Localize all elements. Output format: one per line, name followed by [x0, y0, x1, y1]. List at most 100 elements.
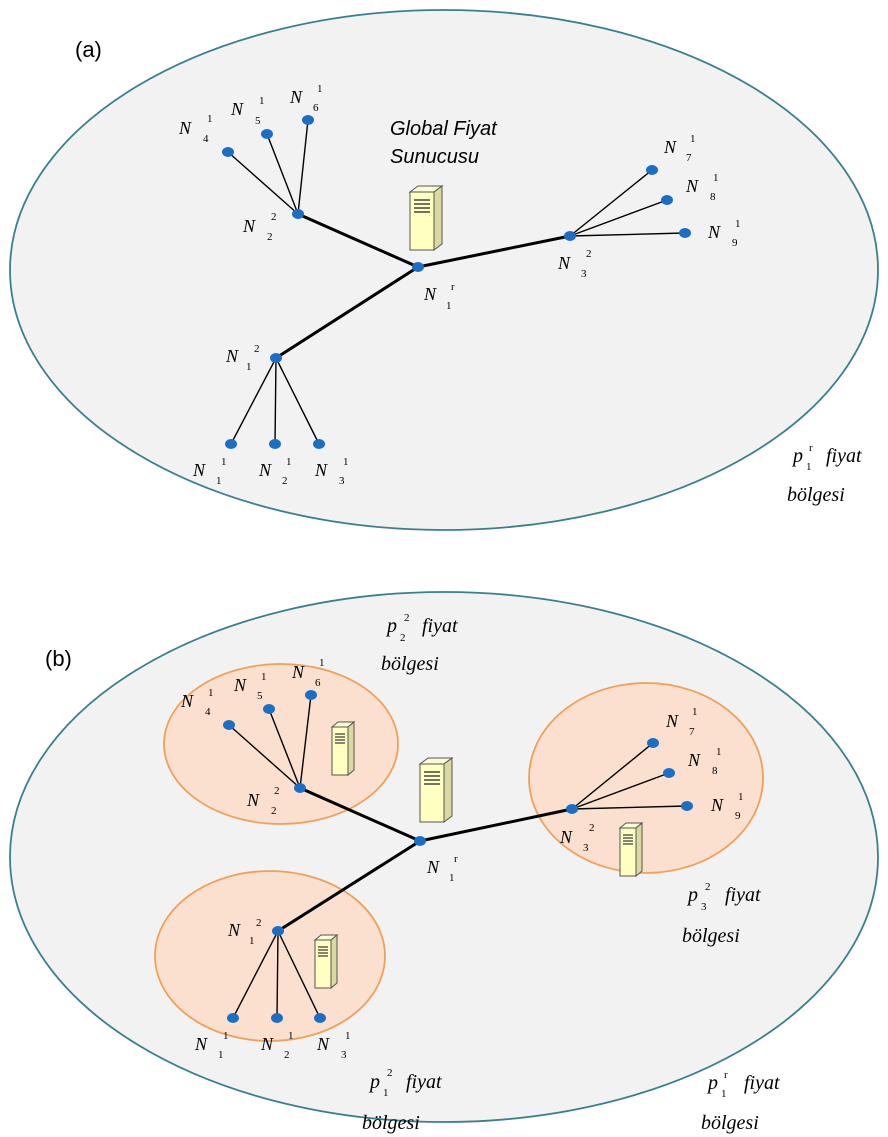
- node-label-leaf-n2: N 2 1: [258, 456, 292, 487]
- mid-node-n1: [272, 926, 284, 936]
- leaf-node-n5: [261, 129, 273, 139]
- svg-text:1: 1: [249, 935, 255, 947]
- svg-text:N: N: [557, 253, 571, 273]
- node-label-mid-n2: N 2 2: [242, 211, 277, 243]
- server-title-line1: Global Fiyat: [390, 118, 498, 140]
- svg-text:1: 1: [221, 456, 227, 468]
- node-label-leaf-n6: N 6 1: [289, 83, 323, 114]
- outer-region-label-b: p 1 r fiyat bölgesi: [701, 1069, 780, 1134]
- svg-text:N: N: [687, 750, 701, 770]
- svg-text:1: 1: [345, 1030, 351, 1042]
- root-node: [414, 836, 426, 846]
- server-icon: [419, 757, 453, 823]
- svg-text:1: 1: [317, 83, 323, 95]
- sub-region-label-p1: p 1 2 fiyat bölgesi: [362, 1067, 442, 1134]
- node-label-mid-n2: N 2 2: [246, 785, 280, 817]
- svg-text:N: N: [233, 675, 247, 695]
- root-node: [412, 262, 424, 272]
- svg-text:9: 9: [732, 237, 738, 249]
- node-label-leaf-n3: N 3 1: [314, 456, 349, 487]
- svg-text:3: 3: [339, 475, 345, 487]
- svg-text:N: N: [230, 99, 244, 119]
- svg-text:1: 1: [721, 1088, 727, 1100]
- node-label-leaf-n6: N 6 1: [291, 657, 325, 689]
- svg-text:1: 1: [218, 1049, 224, 1061]
- svg-text:1: 1: [319, 657, 325, 669]
- leaf-node-n7: [647, 738, 659, 748]
- node-label-leaf-n1: N 1 1: [194, 1030, 229, 1061]
- svg-text:N: N: [192, 460, 206, 480]
- svg-text:1: 1: [261, 671, 267, 683]
- node-label-root: N 1 r: [426, 853, 458, 884]
- node-label-leaf-n4: N 4 1: [178, 113, 213, 145]
- outer-price-region-a: [9, 9, 879, 531]
- svg-text:p: p: [791, 445, 803, 467]
- leaf-node-n9: [679, 228, 691, 238]
- svg-text:p: p: [385, 615, 397, 637]
- svg-text:fiyat: fiyat: [744, 1072, 780, 1094]
- svg-text:r: r: [454, 853, 458, 865]
- mid-node-n3: [564, 231, 576, 241]
- svg-text:1: 1: [713, 172, 719, 184]
- leaf-node-n8: [661, 195, 673, 205]
- mid-node-n1: [270, 353, 282, 363]
- svg-text:2: 2: [284, 1049, 290, 1061]
- svg-text:6: 6: [313, 102, 319, 114]
- sub-region-label-p3: p 3 2 fiyat bölgesi: [682, 881, 761, 947]
- svg-text:bölgesi: bölgesi: [682, 925, 740, 947]
- node-label-leaf-n3: N 3 1: [316, 1030, 351, 1061]
- sub-price-region-p1: [154, 870, 386, 1042]
- mid-node-n2: [294, 783, 306, 793]
- svg-text:1: 1: [449, 872, 455, 884]
- svg-text:1: 1: [207, 113, 213, 125]
- node-label-leaf-n5: N 5 1: [230, 95, 265, 127]
- server-title-line2: Sunucusu: [390, 146, 479, 168]
- svg-text:N: N: [314, 460, 328, 480]
- svg-text:2: 2: [589, 822, 595, 834]
- svg-text:N: N: [260, 1034, 274, 1054]
- svg-text:2: 2: [254, 343, 260, 355]
- svg-text:1: 1: [735, 218, 741, 230]
- svg-text:r: r: [809, 442, 813, 454]
- svg-text:bölgesi: bölgesi: [362, 1112, 420, 1134]
- svg-text:3: 3: [583, 842, 589, 854]
- svg-text:N: N: [316, 1034, 330, 1054]
- leaf-node-n7: [646, 165, 658, 175]
- node-label-root: N 1 r: [423, 281, 455, 312]
- mid-node-n2: [292, 209, 304, 219]
- svg-text:2: 2: [267, 231, 273, 243]
- leaf-node-n3: [313, 439, 325, 449]
- svg-text:8: 8: [712, 765, 718, 777]
- svg-text:N: N: [710, 795, 724, 815]
- svg-text:N: N: [423, 284, 437, 304]
- svg-text:1: 1: [259, 95, 265, 107]
- sub-price-region-p3: [528, 682, 764, 874]
- node-label-leaf-n4: N 4 1: [180, 687, 214, 718]
- svg-text:N: N: [291, 662, 305, 682]
- svg-text:N: N: [663, 137, 677, 157]
- node-label-leaf-n9: N 9 1: [710, 791, 744, 822]
- svg-text:1: 1: [286, 456, 292, 468]
- outer-price-region-b: [9, 591, 879, 1123]
- svg-text:N: N: [194, 1034, 208, 1054]
- node-label-leaf-n8: N 8 1: [687, 746, 722, 777]
- svg-text:1: 1: [343, 456, 349, 468]
- svg-text:8: 8: [710, 191, 716, 203]
- sub-region-label-p2: p 2 2 fiyat bölgesi: [381, 612, 458, 675]
- svg-text:N: N: [665, 711, 679, 731]
- svg-text:1: 1: [806, 461, 812, 473]
- svg-text:N: N: [246, 790, 260, 810]
- svg-text:fiyat: fiyat: [422, 615, 458, 637]
- svg-text:5: 5: [257, 690, 263, 702]
- svg-text:7: 7: [686, 152, 692, 164]
- leaf-node-n2: [271, 1013, 283, 1023]
- svg-text:1: 1: [208, 687, 214, 699]
- node-label-mid-n1: N 1 2: [227, 917, 262, 947]
- mid-node-n3: [566, 804, 578, 814]
- svg-text:2: 2: [705, 881, 711, 893]
- leaf-node-n5: [263, 704, 275, 714]
- leaf-node-n6: [302, 115, 314, 125]
- svg-text:2: 2: [271, 805, 277, 817]
- svg-text:p: p: [368, 1071, 380, 1093]
